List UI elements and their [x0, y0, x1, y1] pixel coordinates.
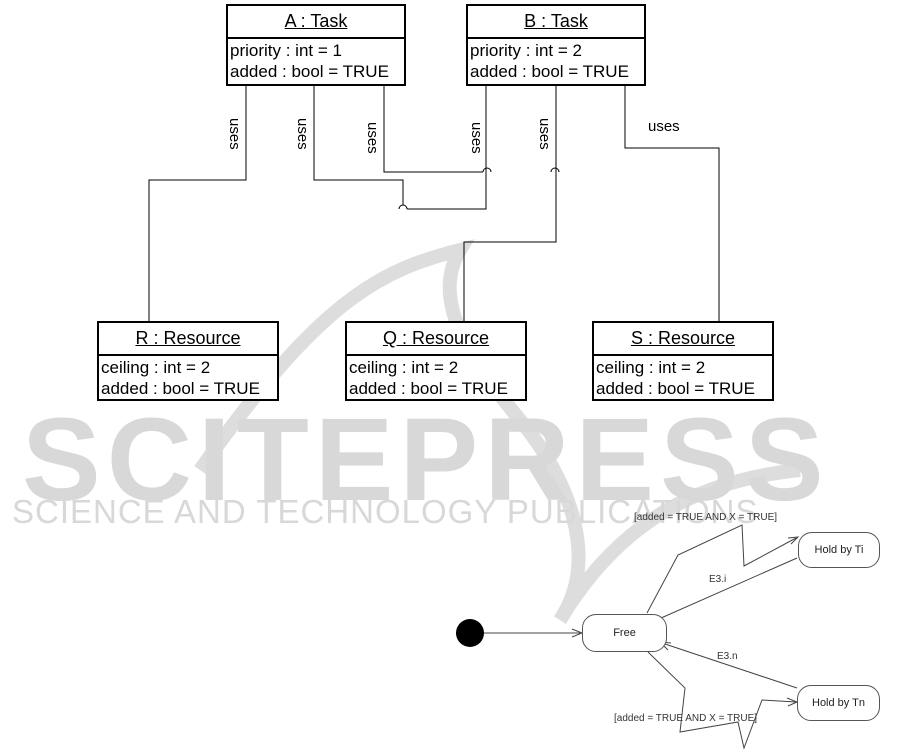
object-attribute: added : bool = TRUE	[101, 379, 260, 398]
link-a-s	[383, 86, 483, 173]
object-r-resource[interactable]: R : Resource ceiling : int = 2 added : b…	[97, 321, 279, 401]
hop-1	[482, 167, 492, 173]
object-a-task[interactable]: A : Task priority : int = 1 added : bool…	[226, 4, 406, 86]
hop-3	[398, 204, 408, 210]
hop-2	[550, 167, 560, 173]
object-attribute: added : bool = TRUE	[349, 379, 508, 398]
object-attribute: priority : int = 2	[470, 41, 582, 60]
object-attribute: ceiling : int = 2	[349, 358, 459, 377]
uses-label-b-s: uses	[648, 118, 680, 135]
object-attribute: ceiling : int = 2	[596, 358, 706, 377]
initial-state-dot	[456, 619, 484, 647]
object-attribute: ceiling : int = 2	[101, 358, 211, 377]
watermark-swoosh	[194, 239, 801, 624]
object-b-task[interactable]: B : Task priority : int = 2 added : bool…	[466, 4, 646, 86]
ti-to-free-e3i	[651, 557, 798, 623]
object-title: S : Resource	[594, 323, 772, 356]
object-attribute: added : bool = TRUE	[596, 379, 755, 398]
link-b-s	[624, 86, 720, 321]
object-s-resource[interactable]: S : Resource ceiling : int = 2 added : b…	[592, 321, 774, 401]
object-title: R : Resource	[99, 323, 277, 356]
transition-label-e3n: E3.n	[717, 651, 738, 662]
link-b-r	[407, 86, 487, 210]
object-title: B : Task	[468, 6, 644, 39]
object-attribute: added : bool = TRUE	[470, 62, 629, 81]
state-hold-by-tn[interactable]: Hold by Tn	[797, 685, 880, 721]
uses-label-b-q: uses	[536, 118, 553, 150]
free-to-ti-guard-path	[646, 524, 797, 614]
guard-label-top: [added = TRUE AND X = TRUE]	[634, 512, 778, 523]
free-to-tn-guard-path	[647, 651, 797, 750]
state-free[interactable]: Free	[582, 614, 667, 652]
link-b-q	[463, 86, 557, 321]
uses-label-a-q: uses	[294, 118, 311, 150]
link-a-r	[148, 86, 247, 321]
uses-label-a-s: uses	[364, 122, 381, 154]
object-attribute: priority : int = 1	[230, 41, 342, 60]
watermark-main: SCITEPRESS	[22, 394, 830, 526]
uses-label-a-r: uses	[226, 118, 243, 150]
object-attribute: added : bool = TRUE	[230, 62, 389, 81]
object-title: A : Task	[228, 6, 404, 39]
arrow-ti-head	[787, 536, 800, 545]
object-q-resource[interactable]: Q : Resource ceiling : int = 2 added : b…	[345, 321, 527, 401]
tn-to-free-e3n	[661, 642, 798, 689]
watermark-sub: SCIENCE AND TECHNOLOGY PUBLICATIONS	[12, 493, 759, 530]
object-title: Q : Resource	[347, 323, 525, 356]
transition-label-e3i: E3.i	[709, 574, 727, 585]
guard-label-bottom: [added = TRUE AND X = TRUE]	[614, 713, 758, 724]
uses-links	[148, 86, 720, 321]
link-a-q	[313, 86, 404, 205]
uses-label-b-r: uses	[468, 122, 485, 154]
state-hold-by-ti[interactable]: Hold by Ti	[798, 532, 880, 568]
